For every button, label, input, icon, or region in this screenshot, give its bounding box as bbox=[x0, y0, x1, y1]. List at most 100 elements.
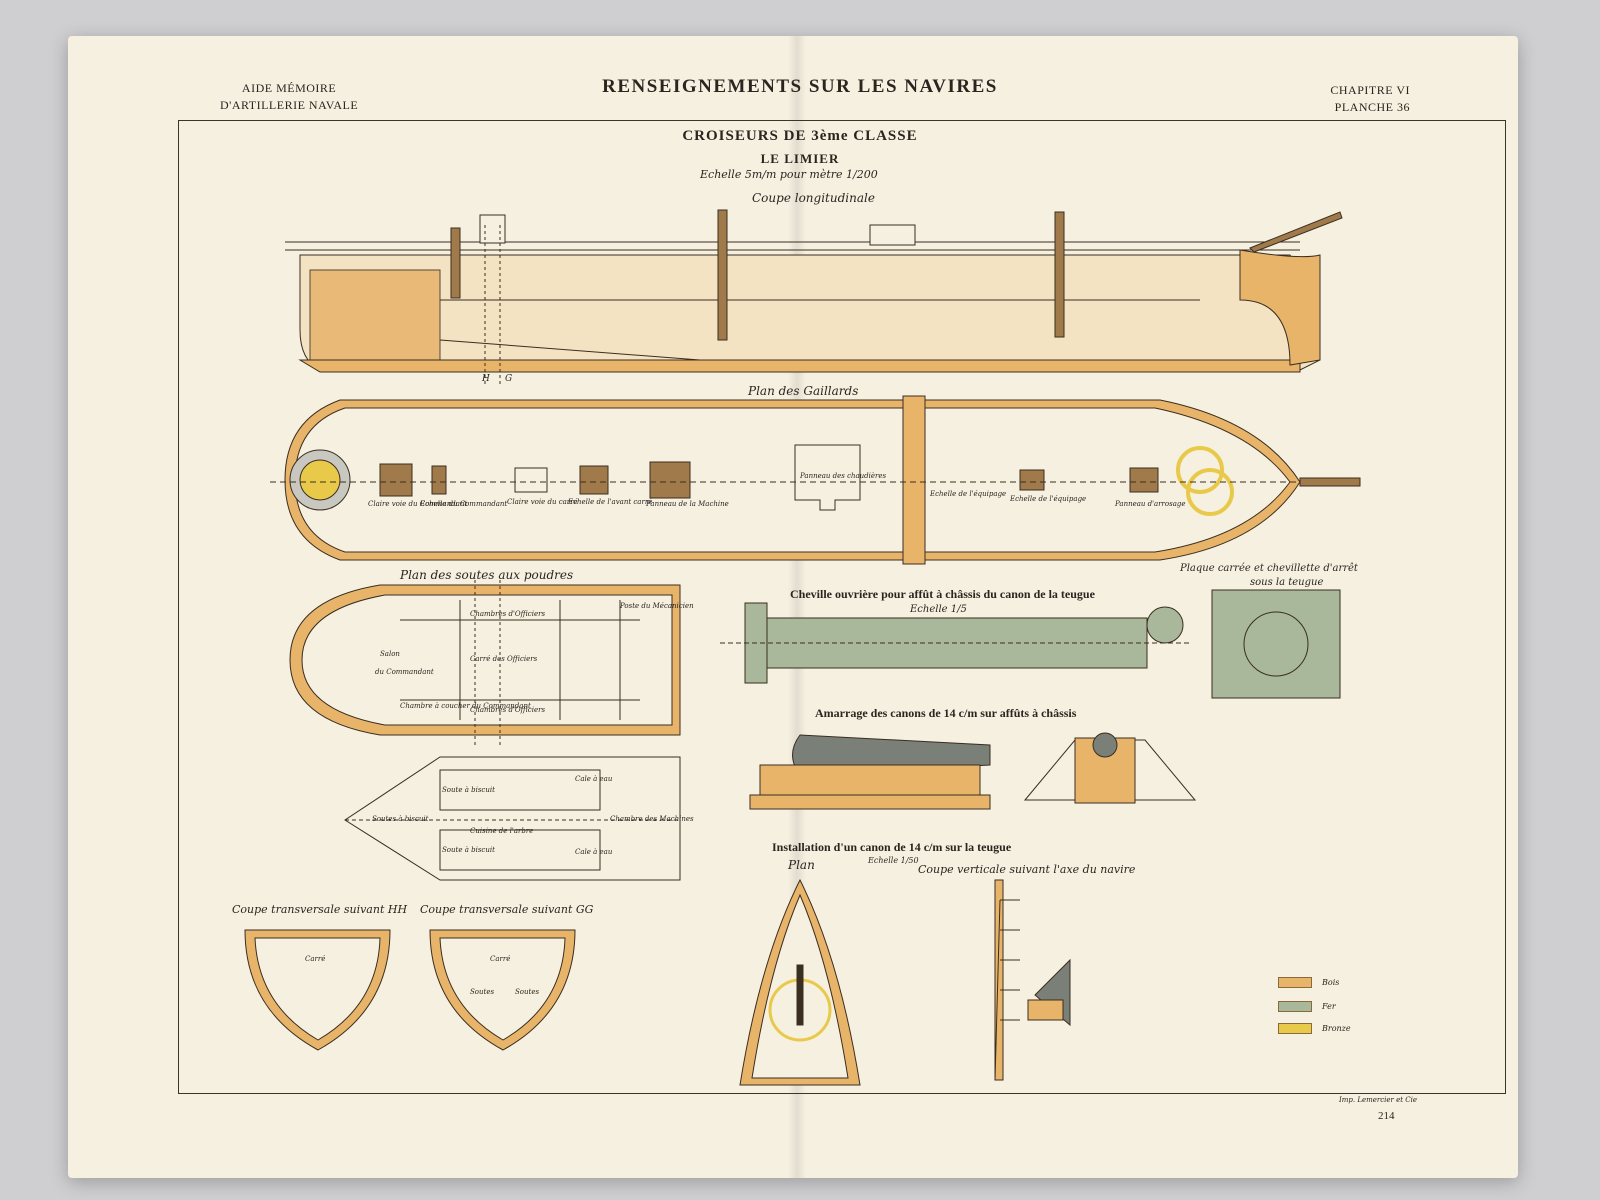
deck-label-2: Echelle du Commandant bbox=[420, 500, 508, 508]
deck-inner bbox=[294, 407, 1291, 553]
legend-swatch-fer bbox=[1278, 1001, 1312, 1012]
plate-title: CROISEURS DE 3ème CLASSE bbox=[682, 128, 918, 144]
section-g-label: G bbox=[505, 374, 513, 384]
coupe-gg-title: Coupe transversale suivant GG bbox=[420, 903, 594, 916]
deck-label-1: Claire voie du Commandant bbox=[368, 500, 468, 508]
plaque-title: Plaque carrée et chevillette d'arrêt bbox=[1180, 563, 1358, 574]
stem bbox=[1239, 249, 1321, 366]
hold-label-2: Soute à biscuit bbox=[442, 786, 495, 794]
bow-plan bbox=[739, 878, 861, 1086]
fore-mast bbox=[1054, 211, 1065, 338]
longitudinal-section bbox=[285, 209, 1343, 385]
pin-eye bbox=[1146, 606, 1184, 644]
hatch-4 bbox=[579, 465, 609, 495]
skylight bbox=[479, 214, 506, 244]
amarrage-title: Amarrage des canons de 14 c/m sur affûts… bbox=[815, 706, 1077, 720]
plaque-title-2: sous la teugue bbox=[1250, 577, 1324, 588]
cheville-scale: Echelle 1/5 bbox=[910, 604, 967, 615]
page-number: 214 bbox=[1378, 1110, 1395, 1122]
hatch-5 bbox=[649, 461, 691, 499]
legend-label-bois: Bois bbox=[1322, 978, 1340, 987]
bow-gun bbox=[796, 964, 804, 1026]
funnel bbox=[717, 209, 728, 341]
soute-label-4: du Commandant bbox=[375, 668, 434, 676]
hold-label-6: Chambre des Machines bbox=[610, 815, 694, 823]
hold-plan bbox=[344, 756, 681, 881]
section-mount bbox=[1027, 999, 1064, 1021]
mizzen-mast bbox=[450, 227, 461, 299]
hatch-2 bbox=[431, 465, 447, 495]
square-plate bbox=[1211, 589, 1341, 699]
hold-label-5: Cale à eau bbox=[575, 848, 613, 856]
barrel-muzzle bbox=[1092, 732, 1118, 758]
long-section-title: Coupe longitudinale bbox=[752, 191, 875, 205]
header-left-line2: D'ARTILLERIE NAVALE bbox=[220, 98, 359, 112]
soutes-label-2: Soutes bbox=[515, 988, 540, 996]
section-h-label: H bbox=[482, 374, 490, 384]
deck-house bbox=[869, 224, 916, 246]
coupe-hh-title: Coupe transversale suivant HH bbox=[232, 903, 408, 916]
shaft-line bbox=[439, 339, 701, 361]
deck-label-9: Panneau d'arrosage bbox=[1115, 500, 1186, 508]
deck-label-3: Claire voie du carré bbox=[507, 498, 578, 506]
soute-label-1: Chambres d'Officiers bbox=[470, 610, 546, 618]
vertical-section bbox=[994, 879, 1071, 1081]
gun-carriage bbox=[759, 764, 981, 796]
soutes-label-1: Soutes bbox=[470, 988, 495, 996]
transverse-sections bbox=[244, 929, 576, 1051]
header-right-line2: PLANCHE 36 bbox=[1334, 100, 1410, 114]
capstan-2 bbox=[1186, 468, 1234, 516]
plan-soutes-title: Plan des soutes aux poudres bbox=[400, 568, 574, 582]
section-hh-inner bbox=[254, 937, 381, 1041]
gun-mounting bbox=[749, 732, 1197, 810]
plan-gaillards-title: Plan des Gaillards bbox=[748, 384, 859, 398]
legend-label-bronze: Bronze bbox=[1322, 1024, 1351, 1033]
soute-label-7: Chambres d'Officiers bbox=[470, 706, 546, 714]
bowsprit-plan bbox=[1299, 477, 1361, 487]
carre-label-1: Carré bbox=[305, 955, 326, 963]
capstan-1 bbox=[1176, 446, 1224, 494]
hold-compartments bbox=[439, 769, 601, 871]
stern-block bbox=[309, 269, 441, 361]
hatch-6 bbox=[1019, 469, 1045, 491]
plate-ring bbox=[1243, 611, 1309, 677]
plate-frame bbox=[178, 120, 1506, 1094]
deck-plan bbox=[270, 395, 1361, 565]
legend-swatch-bois bbox=[1278, 977, 1312, 988]
hatch-7 bbox=[1129, 467, 1159, 493]
carriage-base bbox=[749, 794, 991, 810]
magazine-inner bbox=[301, 594, 673, 726]
soute-label-3: Salon bbox=[380, 650, 400, 658]
hold-label-1: Soutes à biscuit bbox=[372, 815, 429, 823]
carriage-frame bbox=[1023, 739, 1197, 801]
header-left: AIDE MÉMOIRE D'ARTILLERIE NAVALE bbox=[220, 80, 358, 114]
bowsprit bbox=[1249, 211, 1343, 253]
soute-label-5: Carré des Officiers bbox=[470, 655, 538, 663]
coupe-verticale-title: Coupe verticale suivant l'axe du navire bbox=[918, 863, 1136, 876]
deck-label-5: Panneau de la Machine bbox=[646, 500, 729, 508]
hatch-1 bbox=[379, 463, 413, 497]
legend-label-fer: Fer bbox=[1322, 1002, 1336, 1011]
plate-scale: Echelle 5m/m pour mètre 1/200 bbox=[700, 168, 878, 181]
deck-label-6: Panneau des chaudières bbox=[800, 472, 887, 480]
wheel-inner bbox=[299, 459, 341, 501]
section-gg-inner bbox=[439, 937, 566, 1041]
hold-outline bbox=[344, 756, 681, 881]
hold-label-3: Soute à biscuit bbox=[442, 846, 495, 854]
hatch-3 bbox=[514, 467, 548, 493]
header-right: CHAPITRE VI PLANCHE 36 bbox=[1310, 82, 1410, 116]
magazine-plan bbox=[289, 580, 681, 745]
section-post bbox=[994, 879, 1004, 1081]
header-right-line1: CHAPITRE VI bbox=[1330, 83, 1410, 97]
hold-label-7: Cuisine de l'arbre bbox=[470, 827, 534, 835]
deck-beam bbox=[902, 395, 926, 565]
deck-label-4: Echelle de l'avant carré bbox=[568, 498, 653, 506]
carre-label-2: Carré bbox=[490, 955, 511, 963]
cheville-title: Cheville ouvrière pour affût à châssis d… bbox=[790, 587, 1095, 601]
plan-label: Plan bbox=[788, 858, 815, 872]
installation-title: Installation d'un canon de 14 c/m sur la… bbox=[772, 840, 1012, 854]
pivot-pin bbox=[720, 589, 1341, 699]
legend-swatch-bronze bbox=[1278, 1023, 1312, 1034]
keel bbox=[298, 359, 1301, 373]
